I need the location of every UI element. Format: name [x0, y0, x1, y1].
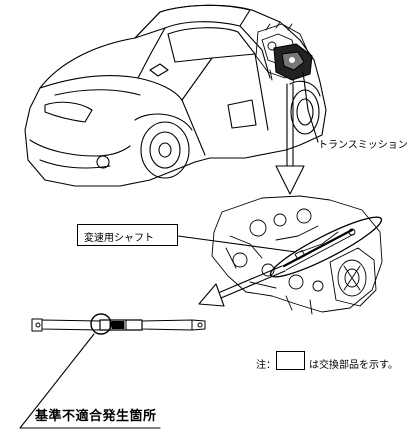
shaft-highlight-ellipse	[269, 216, 383, 278]
shaft-label-box	[77, 224, 178, 246]
shift-shaft-part	[31, 318, 206, 332]
transmission-label: トランスミッション	[318, 140, 408, 151]
transmission-on-car	[273, 43, 313, 81]
car-illustration	[24, 4, 327, 187]
diagonal-arrow	[198, 265, 286, 307]
down-arrow	[275, 83, 305, 195]
shaft-label: 変速用シャフト	[84, 233, 154, 244]
note-suffix: は交換部品を示す。	[309, 360, 398, 371]
defect-location-label: 基準不適合発生箇所	[35, 409, 157, 424]
defect-leader-line	[19, 333, 95, 429]
note-legend-box	[276, 351, 305, 370]
transmission-illustration	[211, 195, 383, 315]
transmission-leader-line	[302, 71, 319, 143]
defect-circle	[90, 313, 112, 335]
shaft-leader-line	[177, 235, 297, 253]
note-prefix: 注：	[256, 360, 276, 371]
